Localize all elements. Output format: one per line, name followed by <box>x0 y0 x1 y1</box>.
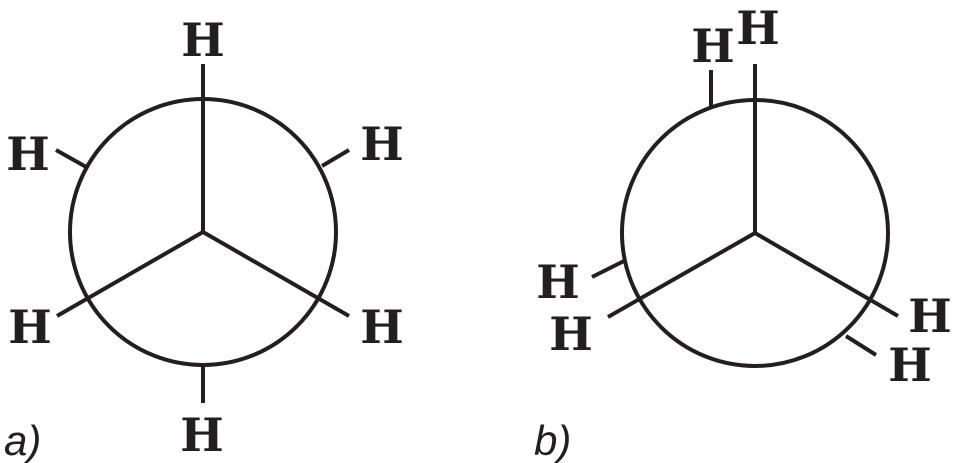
back-bond-left <box>591 259 625 279</box>
atom-label-lower-right: H <box>360 300 403 354</box>
panel-b-eclipsed: H H H H H H b) <box>534 1 952 463</box>
back-bond-upper-left <box>55 148 89 170</box>
atom-label-left-front: H <box>549 307 592 361</box>
atom-label-top: H <box>181 13 224 67</box>
back-bond-upper-right <box>320 148 351 168</box>
front-bond-lower-right <box>202 230 350 318</box>
atom-label-right-back: H <box>888 338 931 392</box>
atom-label-upper-left: H <box>6 127 49 181</box>
front-bond-lower-left <box>607 231 756 319</box>
atom-label-left-back: H <box>536 255 579 309</box>
atom-label-lower-left: H <box>8 300 51 354</box>
atom-label-right-front: H <box>908 289 951 343</box>
front-bond-lower-right <box>753 231 900 318</box>
atom-label-bottom: H <box>180 408 223 462</box>
panel-a-staggered: H H H H H H a) <box>4 13 404 463</box>
back-bond-right <box>844 334 878 357</box>
panel-caption-a: a) <box>4 417 41 463</box>
front-bond-lower-left <box>56 230 204 318</box>
atom-label-top-back: H <box>691 19 734 73</box>
atom-label-top-front: H <box>736 1 779 55</box>
panel-caption-b: b) <box>534 417 571 463</box>
atom-label-upper-right: H <box>360 117 403 171</box>
